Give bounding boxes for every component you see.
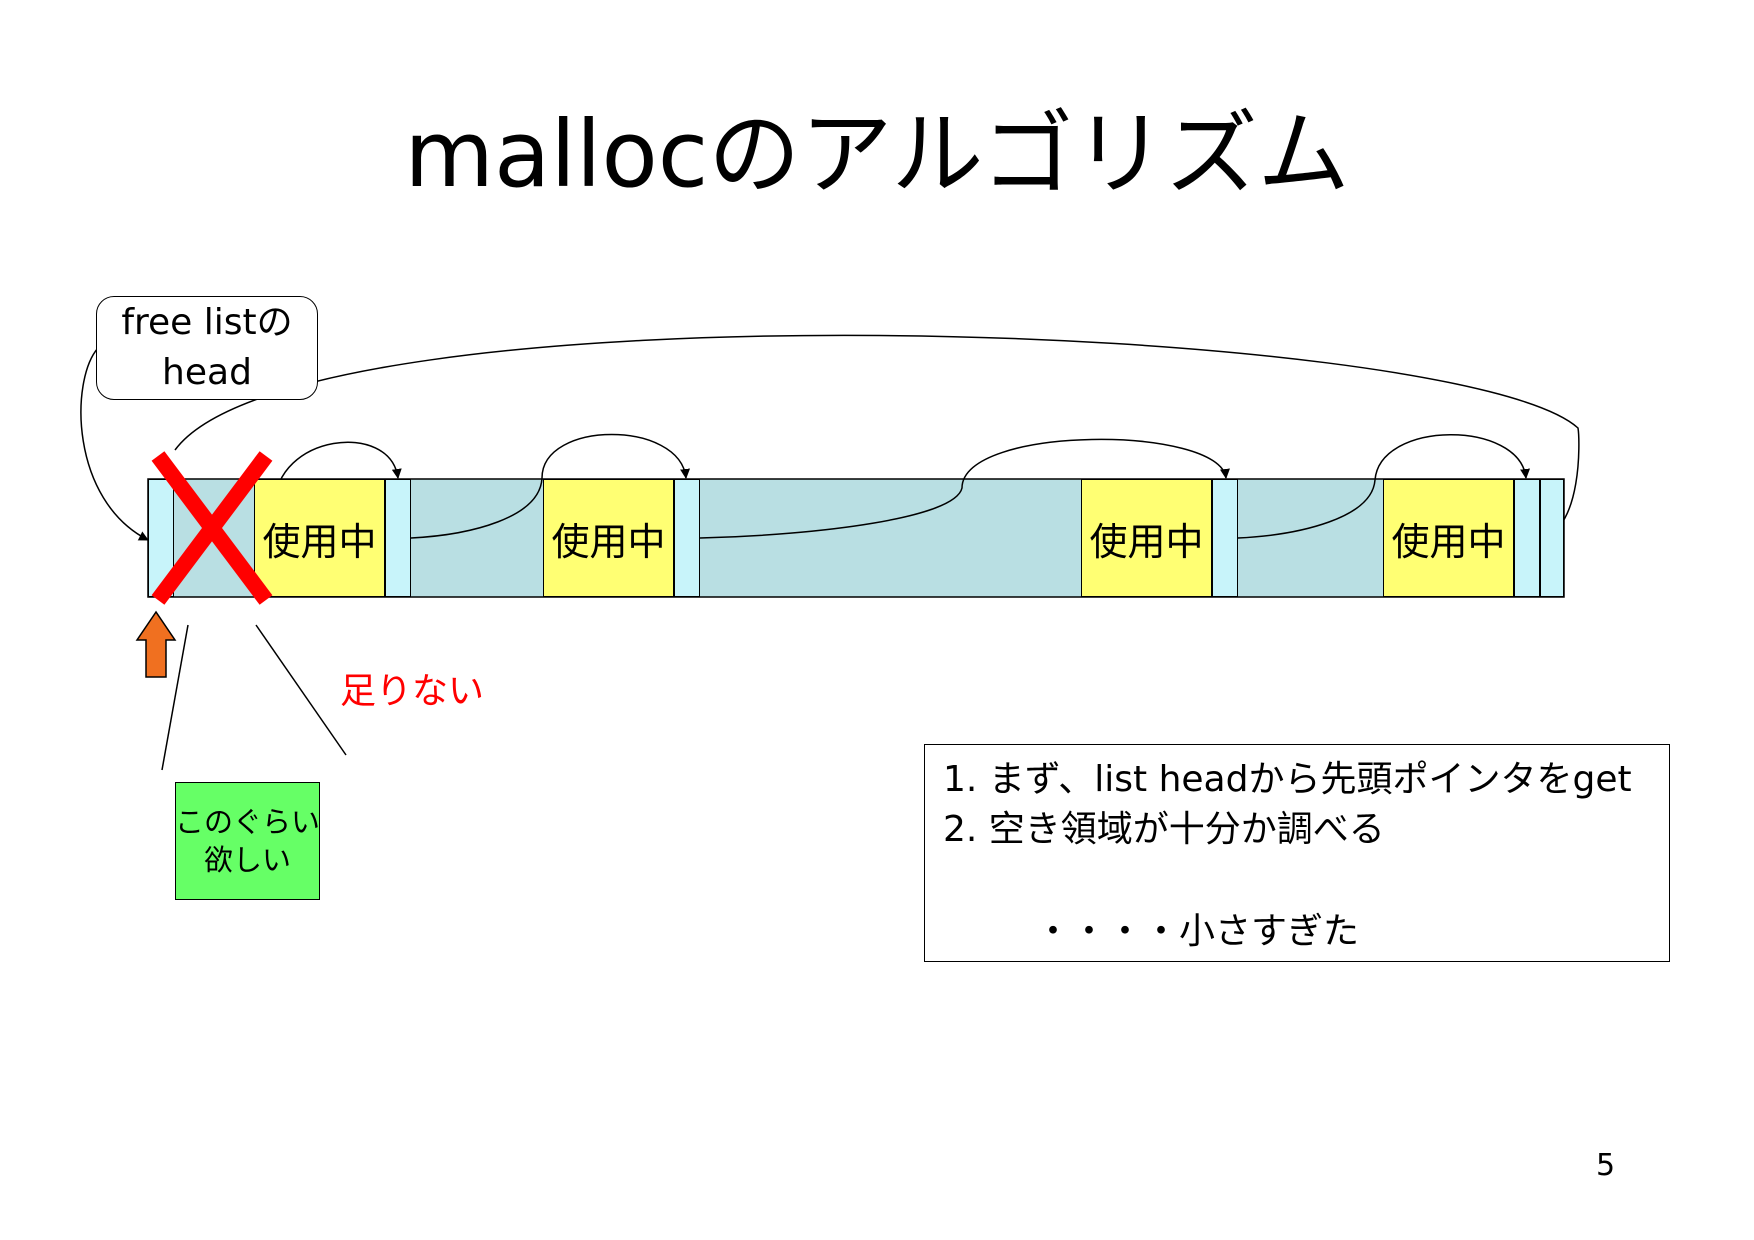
requested-size-line-1: このぐらい xyxy=(175,805,321,839)
free-list-link-3 xyxy=(699,438,1230,539)
algorithm-steps-box: 1. まず、list headから先頭ポインタをget 2. 空き領域が十分か調… xyxy=(924,744,1670,962)
rejected-block-mark xyxy=(151,451,273,605)
block-header-5 xyxy=(1514,479,1540,597)
block-header-2 xyxy=(385,479,411,597)
free-list-head-callout: free listの head xyxy=(96,296,318,400)
not-enough-label: 足りない xyxy=(340,671,485,712)
head-pointer-link xyxy=(80,347,149,541)
free-list-link-2 xyxy=(410,433,691,539)
step-2: 2. 空き領域が十分か調べる xyxy=(943,809,1385,850)
requested-size-box: このぐらい 欲しい xyxy=(175,782,320,900)
block-header-6 xyxy=(1540,479,1564,597)
step-result-note: ・・・・小さすぎた xyxy=(1035,911,1360,952)
slide-title: mallocのアルゴリズム xyxy=(404,101,1350,208)
request-leader-left xyxy=(161,624,189,771)
block-header-4 xyxy=(1212,479,1238,597)
page-number: 5 xyxy=(1596,1148,1616,1183)
used-block-3: 使用中 xyxy=(1081,479,1212,597)
used-block-2: 使用中 xyxy=(543,479,674,597)
block-header-3 xyxy=(674,479,700,597)
used-block-1: 使用中 xyxy=(254,479,385,597)
requested-size-line-2: 欲しい xyxy=(203,843,291,877)
callout-line-1: free listの xyxy=(121,302,293,343)
current-pointer-arrow xyxy=(135,610,177,678)
block-header-1 xyxy=(148,479,174,597)
free-list-wraparound-link xyxy=(174,334,1580,539)
callout-line-2: head xyxy=(162,352,252,393)
used-block-4: 使用中 xyxy=(1383,479,1514,597)
request-leader-right xyxy=(255,624,347,756)
step-1: 1. まず、list headから先頭ポインタをget xyxy=(943,759,1632,800)
free-list-link-4 xyxy=(1237,434,1531,539)
